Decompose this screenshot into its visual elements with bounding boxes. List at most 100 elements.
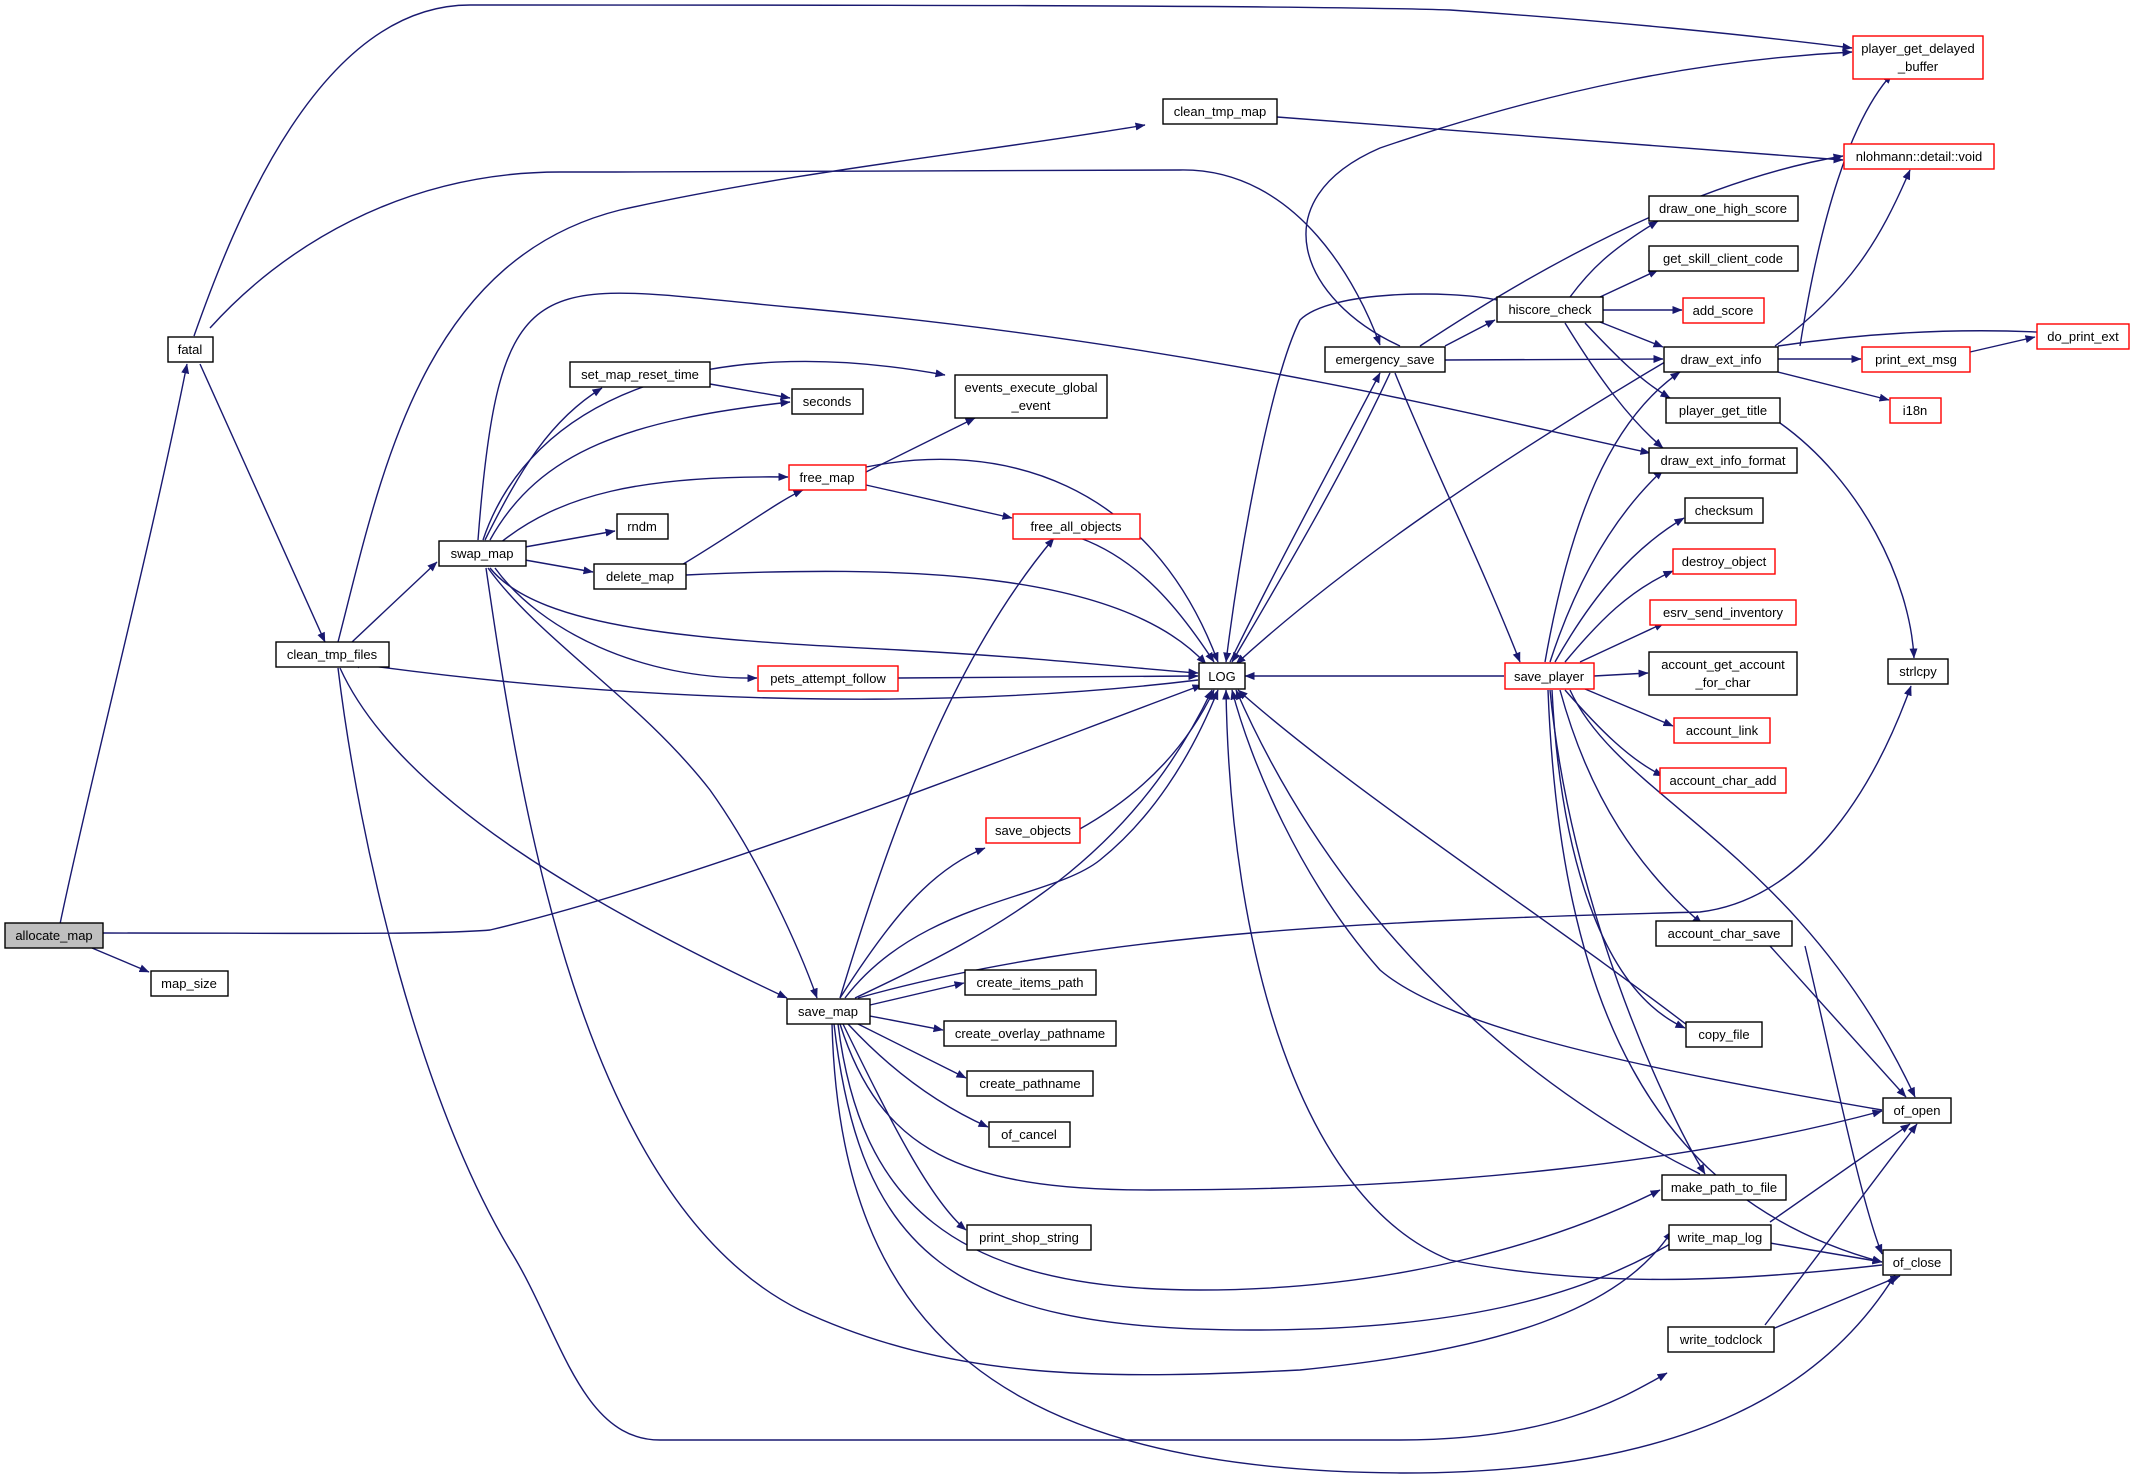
node-copy-file[interactable]: copy_file bbox=[1685, 1021, 1763, 1048]
node-draw-ext-info-format[interactable]: draw_ext_info_format bbox=[1648, 447, 1798, 474]
node-write-map-log[interactable]: write_map_log bbox=[1668, 1224, 1772, 1251]
node-label: hiscore_check bbox=[1508, 302, 1592, 317]
edge-write-map-log-of-close bbox=[1769, 1242, 1883, 1265]
call-edges bbox=[59, 4, 2086, 1474]
edge-emergency-save-draw-ext-info bbox=[1444, 355, 1664, 364]
edge-free-map-events-execute bbox=[865, 417, 976, 473]
edge-save-map-print-shop-string bbox=[842, 1023, 967, 1231]
node-make-path-to-file[interactable]: make_path_to_file bbox=[1661, 1174, 1787, 1201]
node-label: i18n bbox=[1903, 403, 1928, 418]
edge-emergency-save-nlohmann-void bbox=[1419, 153, 1844, 347]
node-draw-ext-info[interactable]: draw_ext_info bbox=[1663, 346, 1779, 373]
node-strlcpy[interactable]: strlcpy bbox=[1887, 658, 1949, 685]
edge-hiscore-check-get-skill-client-code bbox=[1599, 269, 1659, 298]
node-label: do_print_ext bbox=[2047, 329, 2119, 344]
node-checksum[interactable]: checksum bbox=[1684, 497, 1764, 524]
node-player-get-title[interactable]: player_get_title bbox=[1665, 397, 1781, 424]
node-label: nlohmann::detail::void bbox=[1856, 149, 1982, 164]
edge-free-map-free-all-objects bbox=[865, 484, 1013, 520]
node-print-ext-msg[interactable]: print_ext_msg bbox=[1861, 346, 1971, 373]
node-destroy-object[interactable]: destroy_object bbox=[1672, 548, 1776, 575]
node-map-size[interactable]: map_size bbox=[150, 970, 229, 997]
node-label: get_skill_client_code bbox=[1663, 251, 1783, 266]
node-emergency-save[interactable]: emergency_save bbox=[1324, 346, 1446, 373]
node-free-all-objects[interactable]: free_all_objects bbox=[1012, 513, 1141, 540]
edge-fatal-clean-tmp-files bbox=[199, 363, 326, 643]
edge-clean-tmp-files-save-map bbox=[339, 667, 788, 999]
node-label: save_objects bbox=[995, 823, 1071, 838]
edge-free-map-log bbox=[865, 458, 1219, 663]
edge-draw-ext-info-player-get-delayed-buffer bbox=[1799, 73, 1893, 347]
node-log[interactable]: LOG bbox=[1198, 662, 1246, 690]
edge-save-map-log bbox=[844, 689, 1219, 999]
edge-clean-tmp-files-clean-tmp-map bbox=[337, 122, 1146, 643]
node-create-overlay-pathname[interactable]: create_overlay_pathname bbox=[943, 1020, 1117, 1047]
node-save-objects[interactable]: save_objects bbox=[985, 817, 1081, 844]
node-label: strlcpy bbox=[1899, 664, 1937, 679]
node-set-map-reset-time[interactable]: set_map_reset_time bbox=[569, 361, 711, 388]
node-label: print_ext_msg bbox=[1875, 352, 1957, 367]
edge-write-map-log-of-open bbox=[1769, 1123, 1911, 1223]
edge-print-ext-msg-do-print-ext bbox=[1969, 335, 2036, 353]
edge-swap-map-save-map bbox=[487, 567, 818, 999]
node-label: free_map bbox=[800, 470, 855, 485]
node-write-todclock[interactable]: write_todclock bbox=[1667, 1326, 1775, 1353]
node-draw-one-high-score[interactable]: draw_one_high_score bbox=[1648, 195, 1799, 222]
edge-save-map-create-items-path bbox=[869, 981, 965, 1006]
node-of-cancel[interactable]: of_cancel bbox=[988, 1121, 1071, 1148]
edge-swap-map-log bbox=[489, 567, 1199, 677]
node-do-print-ext[interactable]: do_print_ext bbox=[2036, 323, 2130, 350]
edge-of-open-log bbox=[1230, 689, 1883, 1111]
node-get-skill-client-code[interactable]: get_skill_client_code bbox=[1648, 245, 1799, 272]
node-esrv-send-inventory[interactable]: esrv_send_inventory bbox=[1649, 599, 1797, 626]
edge-save-map-of-close bbox=[831, 1023, 1896, 1474]
node-label: free_all_objects bbox=[1030, 519, 1122, 534]
node-clean-tmp-files[interactable]: clean_tmp_files bbox=[275, 641, 390, 668]
node-create-pathname[interactable]: create_pathname bbox=[966, 1070, 1094, 1097]
node-add-score[interactable]: add_score bbox=[1682, 297, 1765, 324]
node-hiscore-check[interactable]: hiscore_check bbox=[1496, 296, 1604, 323]
node-rndm[interactable]: rndm bbox=[616, 513, 669, 540]
node-label: of_open bbox=[1894, 1103, 1941, 1118]
edge-draw-ext-info-log bbox=[1235, 361, 1666, 665]
node-of-close[interactable]: of_close bbox=[1882, 1249, 1952, 1276]
edge-save-player-draw-ext-info-format bbox=[1549, 469, 1664, 663]
edge-save-objects-log bbox=[1077, 689, 1215, 831]
edge-swap-map-delete-map bbox=[524, 559, 594, 575]
edge-swap-map-draw-ext-info-format bbox=[477, 292, 1651, 541]
node-free-map[interactable]: free_map bbox=[788, 464, 867, 491]
node-seconds[interactable]: seconds bbox=[791, 388, 864, 415]
node-delete-map[interactable]: delete_map bbox=[593, 563, 687, 590]
node-events-execute-global-event[interactable]: events_execute_global _event bbox=[954, 374, 1108, 419]
node-label: destroy_object bbox=[1682, 554, 1767, 569]
node-allocate-map[interactable]: allocate_map bbox=[4, 922, 104, 949]
edge-log-emergency-save bbox=[1229, 372, 1381, 663]
edge-save-player-account-link bbox=[1584, 688, 1674, 727]
edge-copy-file-log bbox=[1237, 689, 1688, 1026]
node-label: checksum bbox=[1695, 503, 1754, 518]
node-account-get-account-for-char[interactable]: account_get_account _for_char bbox=[1648, 651, 1798, 696]
node-label: fatal bbox=[178, 342, 203, 357]
node-nlohmann-detail-void[interactable]: nlohmann::detail::void bbox=[1843, 143, 1995, 170]
node-save-player[interactable]: save_player bbox=[1504, 662, 1595, 690]
node-account-char-add[interactable]: account_char_add bbox=[1659, 767, 1787, 794]
edge-of-close-log bbox=[1222, 689, 1883, 1281]
node-fatal[interactable]: fatal bbox=[167, 336, 214, 363]
node-label: create_overlay_pathname bbox=[955, 1026, 1105, 1041]
node-player-get-delayed-buffer[interactable]: player_get_delayed _buffer bbox=[1852, 35, 1984, 80]
edge-save-map-of-cancel bbox=[847, 1023, 989, 1128]
node-swap-map[interactable]: swap_map bbox=[438, 540, 527, 567]
function-nodes: allocate_map map_size fatal clean_tmp_fi… bbox=[4, 35, 2130, 1353]
node-account-link[interactable]: account_link bbox=[1673, 717, 1771, 744]
node-label: events_execute_global bbox=[965, 380, 1098, 395]
node-clean-tmp-map[interactable]: clean_tmp_map bbox=[1162, 98, 1278, 125]
node-print-shop-string[interactable]: print_shop_string bbox=[966, 1224, 1092, 1251]
node-create-items-path[interactable]: create_items_path bbox=[964, 969, 1097, 996]
node-account-char-save[interactable]: account_char_save bbox=[1655, 920, 1793, 947]
edge-save-map-of-open bbox=[839, 1023, 1883, 1191]
node-pets-attempt-follow[interactable]: pets_attempt_follow bbox=[757, 665, 899, 692]
node-i18n[interactable]: i18n bbox=[1889, 397, 1942, 424]
node-of-open[interactable]: of_open bbox=[1882, 1097, 1952, 1124]
node-save-map[interactable]: save_map bbox=[786, 998, 871, 1025]
edge-draw-ext-info-i18n bbox=[1777, 371, 1890, 402]
